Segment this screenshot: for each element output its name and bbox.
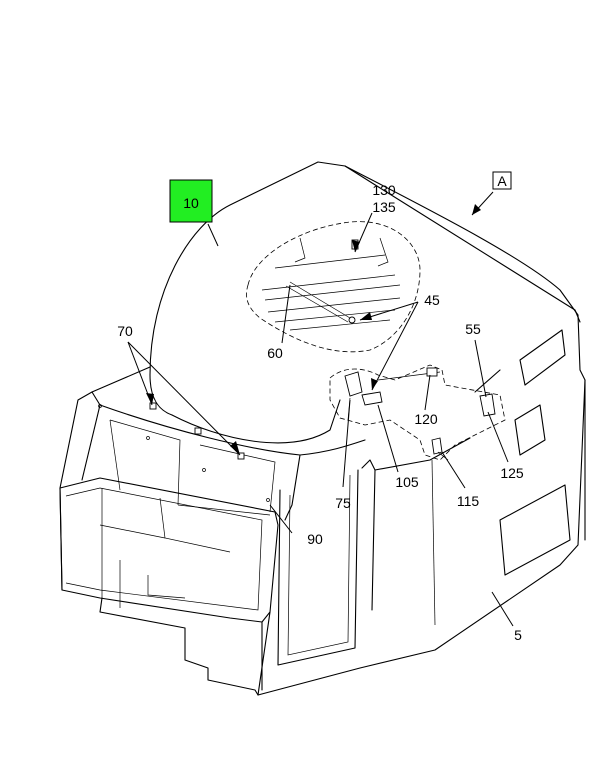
view-ref-A: A <box>492 171 512 190</box>
hinge-latch-detail <box>329 364 506 461</box>
callout-130[interactable]: 130 <box>372 182 396 198</box>
callout-70[interactable]: 70 <box>117 323 133 339</box>
callout-60[interactable]: 60 <box>267 345 283 361</box>
callout-55[interactable]: 55 <box>465 321 481 337</box>
callout-10-highlight[interactable]: 10 <box>169 179 213 223</box>
callout-135[interactable]: 135 <box>372 199 396 215</box>
callout-125[interactable]: 125 <box>500 465 524 481</box>
callout-90[interactable]: 90 <box>307 531 323 547</box>
callout-75[interactable]: 75 <box>335 495 351 511</box>
callout-115[interactable]: 115 <box>457 493 480 509</box>
roof-cutaway-detail <box>246 221 421 353</box>
view-ref-label: A <box>497 173 507 189</box>
callout-45[interactable]: 45 <box>424 292 440 308</box>
callout-10[interactable]: 10 <box>183 195 199 211</box>
callout-105[interactable]: 105 <box>395 474 419 490</box>
leader-lines <box>127 191 514 627</box>
callout-5[interactable]: 5 <box>514 627 522 643</box>
callout-120[interactable]: 120 <box>414 411 438 427</box>
arrowheads <box>146 204 481 455</box>
cab-body <box>59 161 586 696</box>
